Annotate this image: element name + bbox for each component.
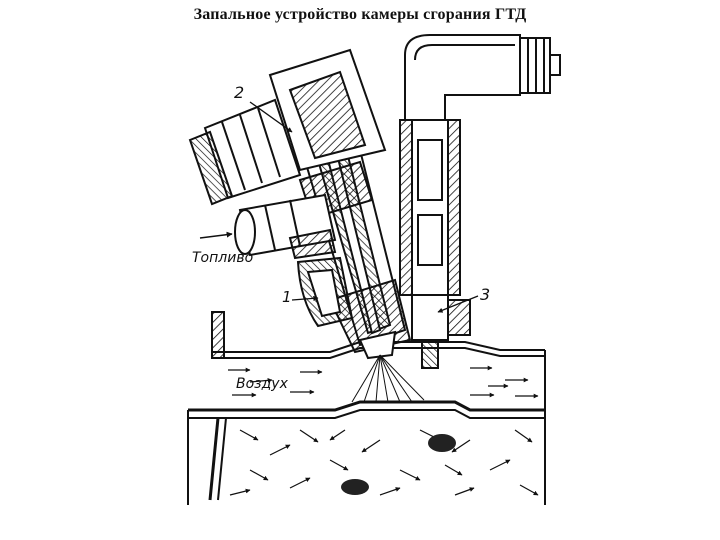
fuel-label: Топливо: [192, 250, 253, 266]
air-label: Воздух: [236, 376, 289, 392]
spark-plug-assembly: [399, 34, 561, 369]
air-flow-streaks: [228, 365, 539, 399]
igniter-body: [268, 48, 412, 360]
callout-leaders: [249, 101, 479, 313]
callout-3: 3: [480, 285, 490, 304]
spray-cone: [351, 354, 425, 403]
fuel-arrow: [199, 231, 233, 239]
fuel-droplet: [428, 434, 456, 452]
callout-1: 1: [282, 288, 292, 306]
chamber-casing: [187, 311, 546, 505]
page-title: Запальное устройство камеры сгорания ГТД: [193, 6, 527, 23]
fuel-droplet: [341, 479, 369, 495]
combustion-flow-streaks: [229, 429, 539, 496]
swirler-housing: [296, 256, 354, 328]
callout-2: 2: [234, 83, 244, 102]
fuel-inlet-fitting: [234, 193, 337, 260]
electric-connector: [188, 98, 302, 206]
